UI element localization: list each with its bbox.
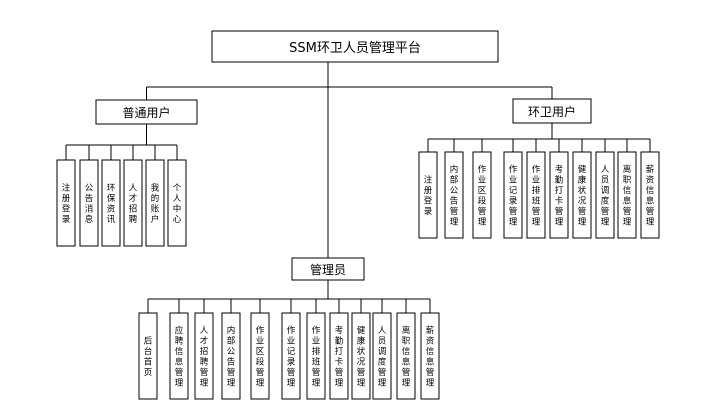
function-box: 人员调度管理	[595, 151, 615, 239]
function-label: 作业区段管理	[478, 164, 487, 228]
function-box: 人才招聘管理	[194, 312, 214, 400]
function-label: 考勤打卡管理	[335, 326, 344, 389]
function-box-frame	[549, 151, 569, 239]
function-label: 个人中心	[173, 183, 182, 225]
function-box-frame	[306, 312, 326, 400]
function-label: 作业记录管理	[287, 325, 296, 389]
function-label: 考勤打卡管理	[555, 165, 564, 228]
function-box-frame	[418, 151, 438, 239]
function-box-frame	[526, 151, 546, 239]
function-box-frame	[169, 312, 189, 400]
function-box: 环保资讯	[101, 159, 121, 247]
function-box-frame	[617, 151, 637, 239]
function-label: 薪资信息管理	[646, 164, 655, 228]
function-box-frame	[281, 312, 301, 400]
function-label: 作业记录管理	[509, 164, 518, 228]
function-label: 健康状况管理	[357, 325, 366, 389]
function-box: 后台首页	[138, 312, 158, 400]
function-box-frame	[138, 312, 158, 400]
function-box-frame	[250, 312, 270, 400]
function-box: 内部公告管理	[444, 151, 464, 239]
function-box: 作业区段管理	[472, 151, 492, 239]
function-label: 注册登录	[424, 174, 433, 217]
function-box-frame	[167, 159, 187, 247]
group-ordinary-user: 普通用户	[95, 99, 198, 125]
function-box-frame	[145, 159, 165, 247]
group-admin-label: 管理员	[310, 262, 346, 277]
function-box-frame	[123, 159, 143, 247]
function-box-frame	[572, 151, 592, 239]
function-box: 人员调度管理	[372, 312, 392, 400]
function-box-frame	[56, 159, 76, 247]
function-box-frame	[396, 312, 416, 400]
function-box-frame	[444, 151, 464, 239]
function-box: 内部公告管理	[221, 312, 241, 400]
function-label: 人员调度管理	[378, 326, 387, 389]
function-box-frame	[79, 159, 99, 247]
function-label: 作业区段管理	[256, 325, 265, 389]
function-label: 我的账户	[151, 182, 160, 225]
function-label: 作业排班管理	[312, 325, 321, 389]
function-box: 注册登录	[56, 159, 76, 247]
function-box: 离职信息管理	[396, 312, 416, 400]
function-box-frame	[221, 312, 241, 400]
function-label: 人才招聘管理	[200, 326, 209, 389]
function-box-frame	[372, 312, 392, 400]
function-label: 后台首页	[144, 335, 153, 378]
function-label: 公告消息	[85, 183, 94, 225]
function-box-frame	[503, 151, 523, 239]
function-box: 作业排班管理	[306, 312, 326, 400]
admin-functions: 后台首页 应聘信息管理 人才招聘管理 内部公告管理 作业区段管理 作业记录管理 作业排班管理…	[138, 312, 440, 400]
group-sanitation-user: 环卫用户	[512, 98, 592, 124]
function-box: 健康状况管理	[572, 151, 592, 239]
function-box-frame	[595, 151, 615, 239]
function-box: 我的账户	[145, 159, 165, 247]
ordinary-user-functions: 注册登录 公告消息 环保资讯 人才招聘 我的账户 个人中心	[56, 159, 187, 247]
function-label: 离职信息管理	[402, 325, 411, 389]
function-box-frame	[351, 312, 371, 400]
function-box: 个人中心	[167, 159, 187, 247]
function-label: 环保资讯	[107, 183, 116, 225]
group-ordinary-user-label: 普通用户	[122, 105, 170, 120]
function-box: 人才招聘	[123, 159, 143, 247]
function-label: 人员调度管理	[601, 165, 610, 228]
function-box: 薪资信息管理	[640, 151, 660, 239]
function-label: 离职信息管理	[623, 164, 632, 228]
root-label: SSM环卫人员管理平台	[289, 41, 421, 56]
function-box: 作业记录管理	[503, 151, 523, 239]
function-label: 内部公告管理	[227, 325, 236, 389]
function-label: 作业排班管理	[532, 164, 541, 228]
group-admin: 管理员	[291, 257, 365, 281]
root-node: SSM环卫人员管理平台	[211, 30, 499, 63]
function-box: 注册登录	[418, 151, 438, 239]
function-label: 注册登录	[62, 182, 71, 225]
function-box: 薪资信息管理	[420, 312, 440, 400]
function-box: 离职信息管理	[617, 151, 637, 239]
function-box: 考勤打卡管理	[549, 151, 569, 239]
function-label: 薪资信息管理	[426, 325, 435, 389]
group-sanitation-user-label: 环卫用户	[528, 104, 576, 119]
function-box-frame	[101, 159, 121, 247]
function-box-frame	[640, 151, 660, 239]
function-box-frame	[420, 312, 440, 400]
function-box: 公告消息	[79, 159, 99, 247]
function-label: 应聘信息管理	[175, 325, 184, 389]
function-box-frame	[472, 151, 492, 239]
function-label: 人才招聘	[129, 183, 138, 225]
sanitation-user-functions: 注册登录 内部公告管理 作业区段管理 作业记录管理 作业排班管理 考勤打卡管理 健康状况管理…	[418, 151, 660, 239]
function-label: 内部公告管理	[450, 164, 459, 228]
function-box: 考勤打卡管理	[329, 312, 349, 400]
function-box-frame	[329, 312, 349, 400]
function-box: 应聘信息管理	[169, 312, 189, 400]
function-box: 作业排班管理	[526, 151, 546, 239]
function-box: 作业区段管理	[250, 312, 270, 400]
function-label: 健康状况管理	[578, 164, 587, 228]
function-box-frame	[194, 312, 214, 400]
function-box: 作业记录管理	[281, 312, 301, 400]
connector-lines	[65, 62, 651, 313]
function-box: 健康状况管理	[351, 312, 371, 400]
